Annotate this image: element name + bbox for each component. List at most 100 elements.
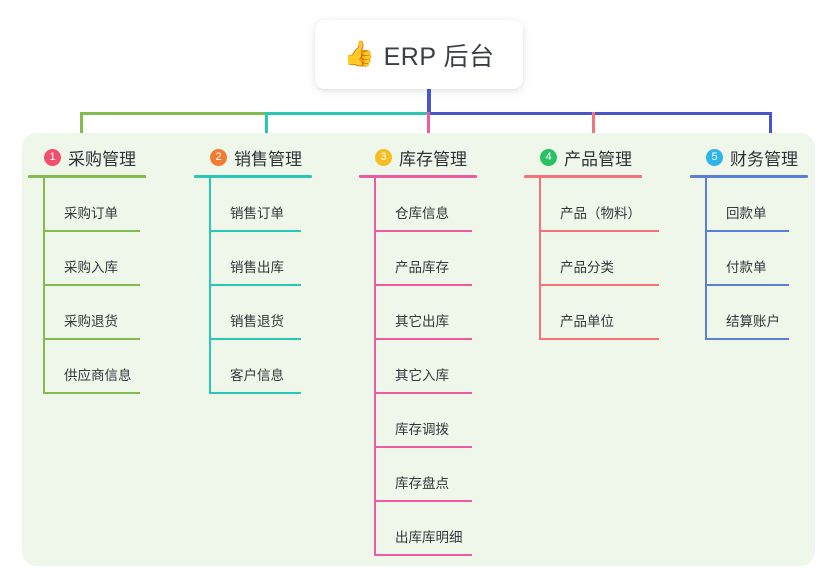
branch-items: 销售订单销售出库销售退货客户信息 (194, 178, 312, 394)
root-node-title: ERP 后台 (383, 42, 495, 71)
branch-item-rule (211, 338, 301, 340)
branch-item-label: 库存调拨 (395, 422, 449, 437)
branch-header-5[interactable]: 5 财务管理 (690, 145, 808, 169)
branch-item-rule (707, 284, 789, 286)
branch-header-1[interactable]: 1 采购管理 (28, 145, 146, 169)
branch-underline (690, 175, 808, 178)
branch-item-label: 销售订单 (230, 206, 284, 221)
branch-drop-3 (427, 112, 430, 152)
branch-item[interactable]: 库存盘点 (376, 448, 477, 502)
branch-item-label: 采购订单 (64, 206, 118, 221)
branch-item-label: 采购入库 (64, 260, 118, 275)
branch-item[interactable]: 产品库存 (376, 232, 477, 286)
branch-item[interactable]: 供应商信息 (45, 340, 146, 394)
branch-index-badge: 5 (706, 148, 723, 166)
branch-spine (43, 178, 45, 394)
branch-item[interactable]: 结算账户 (707, 286, 808, 340)
branch-item-label: 采购退货 (64, 314, 118, 329)
branch-item[interactable]: 销售出库 (211, 232, 312, 286)
branch-item-rule (541, 230, 659, 232)
branch-item-label: 客户信息 (230, 368, 284, 383)
branch-item-rule (45, 230, 140, 232)
branch-drop-4 (592, 112, 595, 152)
branch-index-badge: 1 (44, 148, 61, 166)
branch-item-label: 其它入库 (395, 368, 449, 383)
branch-underline (28, 175, 146, 178)
branch-drop-1 (80, 112, 83, 152)
branch-item-label: 仓库信息 (395, 206, 449, 221)
branch-item-label: 库存盘点 (395, 476, 449, 491)
branch-title: 财务管理 (730, 149, 798, 169)
branch-item-rule (376, 230, 472, 232)
branch-index-badge: 3 (375, 148, 392, 166)
branch-item[interactable]: 库存调拨 (376, 394, 477, 448)
root-stem-connector (427, 89, 431, 114)
branch-index-badge: 4 (540, 148, 557, 166)
branch-item-rule (45, 284, 140, 286)
root-node-card[interactable]: 👍 ERP 后台 (315, 20, 523, 89)
branch-items: 产品（物料） 产品分类产品单位 (524, 178, 659, 340)
bus-segment-3 (427, 112, 771, 115)
branch-item-rule (211, 230, 301, 232)
branch-item-rule (376, 338, 472, 340)
branch-item-rule (541, 284, 659, 286)
branch-item-rule (541, 338, 659, 340)
branch-underline (359, 175, 477, 178)
branch-item[interactable]: 采购订单 (45, 178, 146, 232)
branch-item-rule (376, 284, 472, 286)
branch-item-rule (376, 554, 472, 556)
thumbs-up-icon: 👍 (343, 40, 375, 68)
branch-item[interactable]: 其它出库 (376, 286, 477, 340)
branch-item[interactable]: 产品单位 (541, 286, 659, 340)
branches-panel (22, 133, 815, 566)
branch-title: 销售管理 (234, 149, 302, 169)
branch-item-rule (211, 284, 301, 286)
branch-title: 产品管理 (564, 149, 632, 169)
branch-item[interactable]: 采购入库 (45, 232, 146, 286)
branch-item[interactable]: 销售退货 (211, 286, 312, 340)
branch-item-label: 销售出库 (230, 260, 284, 275)
branch-index-badge: 2 (210, 148, 227, 166)
branch-underline (524, 175, 642, 178)
branch-column-5: 5 财务管理回款单付款单结算账户 (690, 145, 808, 340)
bus-segment-1 (80, 112, 267, 115)
branch-header-2[interactable]: 2 销售管理 (194, 145, 312, 169)
branch-title: 采购管理 (68, 149, 136, 169)
branch-item-label: 供应商信息 (64, 368, 132, 383)
branch-item-rule (45, 392, 140, 394)
branch-item-label: 付款单 (726, 260, 767, 275)
branch-item[interactable]: 仓库信息 (376, 178, 477, 232)
branch-item-label: 回款单 (726, 206, 767, 221)
branch-item-label: 出库库明细 (395, 530, 463, 545)
branch-item-label: 产品库存 (395, 260, 449, 275)
branch-column-2: 2 销售管理销售订单销售出库销售退货客户信息 (194, 145, 312, 394)
branch-item-label: 产品分类 (560, 260, 614, 275)
branch-spine (539, 178, 541, 340)
bus-segment-2 (267, 112, 427, 115)
branch-item[interactable]: 产品分类 (541, 232, 659, 286)
branch-spine (705, 178, 707, 340)
branch-drop-2 (265, 112, 268, 152)
branch-item[interactable]: 回款单 (707, 178, 808, 232)
branch-item-label: 其它出库 (395, 314, 449, 329)
branch-underline (194, 175, 312, 178)
branch-spine (374, 178, 376, 556)
branch-item[interactable]: 产品（物料） (541, 178, 659, 232)
branch-item[interactable]: 出库库明细 (376, 502, 477, 556)
branch-item-label: 产品单位 (560, 314, 614, 329)
branch-item[interactable]: 付款单 (707, 232, 808, 286)
branch-item-rule (376, 500, 472, 502)
branch-item-label: 销售退货 (230, 314, 284, 329)
branch-item[interactable]: 其它入库 (376, 340, 477, 394)
branch-header-4[interactable]: 4 产品管理 (524, 145, 642, 169)
branch-items: 采购订单采购入库采购退货供应商信息 (28, 178, 146, 394)
branch-spine (209, 178, 211, 394)
branch-items: 回款单付款单结算账户 (690, 178, 808, 340)
branch-item[interactable]: 销售订单 (211, 178, 312, 232)
branch-item[interactable]: 采购退货 (45, 286, 146, 340)
branch-item-rule (376, 392, 472, 394)
branch-item[interactable]: 客户信息 (211, 340, 312, 394)
